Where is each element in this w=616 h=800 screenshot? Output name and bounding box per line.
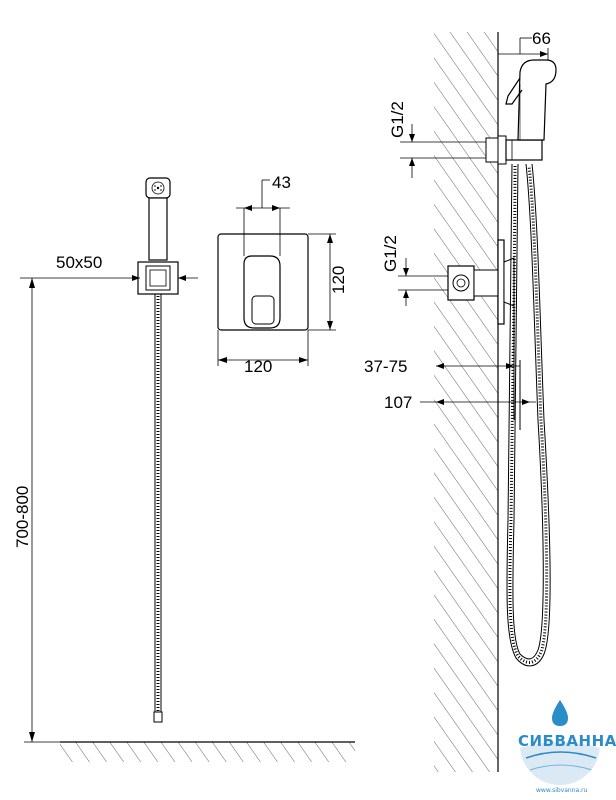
dim-thread-bottom: G1/2 — [381, 235, 448, 306]
dim-head-width: 66 — [497, 29, 551, 100]
dim-thread-top: G1/2 — [388, 101, 486, 178]
label-escutcheon-width: 120 — [244, 357, 272, 376]
dim-escutcheon-height: 120 — [308, 233, 348, 331]
side-shower-head — [505, 59, 557, 141]
front-view: 50x50 700-800 — [13, 177, 355, 762]
dim-projection: 107 — [384, 393, 536, 412]
watermark-url: www.sibvanna.ru — [536, 787, 588, 794]
hose — [153, 294, 163, 723]
dim-holder: 50x50 — [20, 253, 198, 281]
label-escutcheon-height: 120 — [329, 266, 348, 294]
label-wall-offset: 37-75 — [364, 357, 407, 376]
side-view: 66 G1/2 — [364, 29, 557, 772]
floor-hatch — [60, 742, 355, 762]
holder — [137, 261, 179, 295]
dim-escutcheon-depth: 43 — [236, 173, 291, 256]
label-escutcheon-depth: 43 — [272, 173, 291, 192]
dim-mount-height: 700-800 — [13, 278, 60, 743]
watermark-logo: СИБВАННА www.sibvanna.ru — [518, 700, 616, 794]
side-hose — [506, 163, 551, 667]
dim-wall-offset: 37-75 — [364, 357, 520, 376]
escutcheon-view: 43 120 120 — [217, 173, 348, 376]
label-thread-top: G1/2 — [388, 101, 407, 138]
label-head-width: 66 — [532, 29, 551, 48]
label-holder-size: 50x50 — [56, 253, 102, 272]
shower-head — [145, 177, 171, 261]
mixer-body — [447, 239, 521, 430]
upper-bracket — [485, 135, 543, 165]
label-projection: 107 — [384, 393, 412, 412]
label-mount-height: 700-800 — [13, 486, 32, 548]
label-thread-bottom: G1/2 — [381, 235, 400, 272]
watermark-brand: СИБВАННА — [518, 732, 616, 750]
lever-handle — [243, 255, 281, 329]
water-drop-icon — [552, 700, 568, 726]
dim-escutcheon-width: 120 — [217, 330, 309, 376]
